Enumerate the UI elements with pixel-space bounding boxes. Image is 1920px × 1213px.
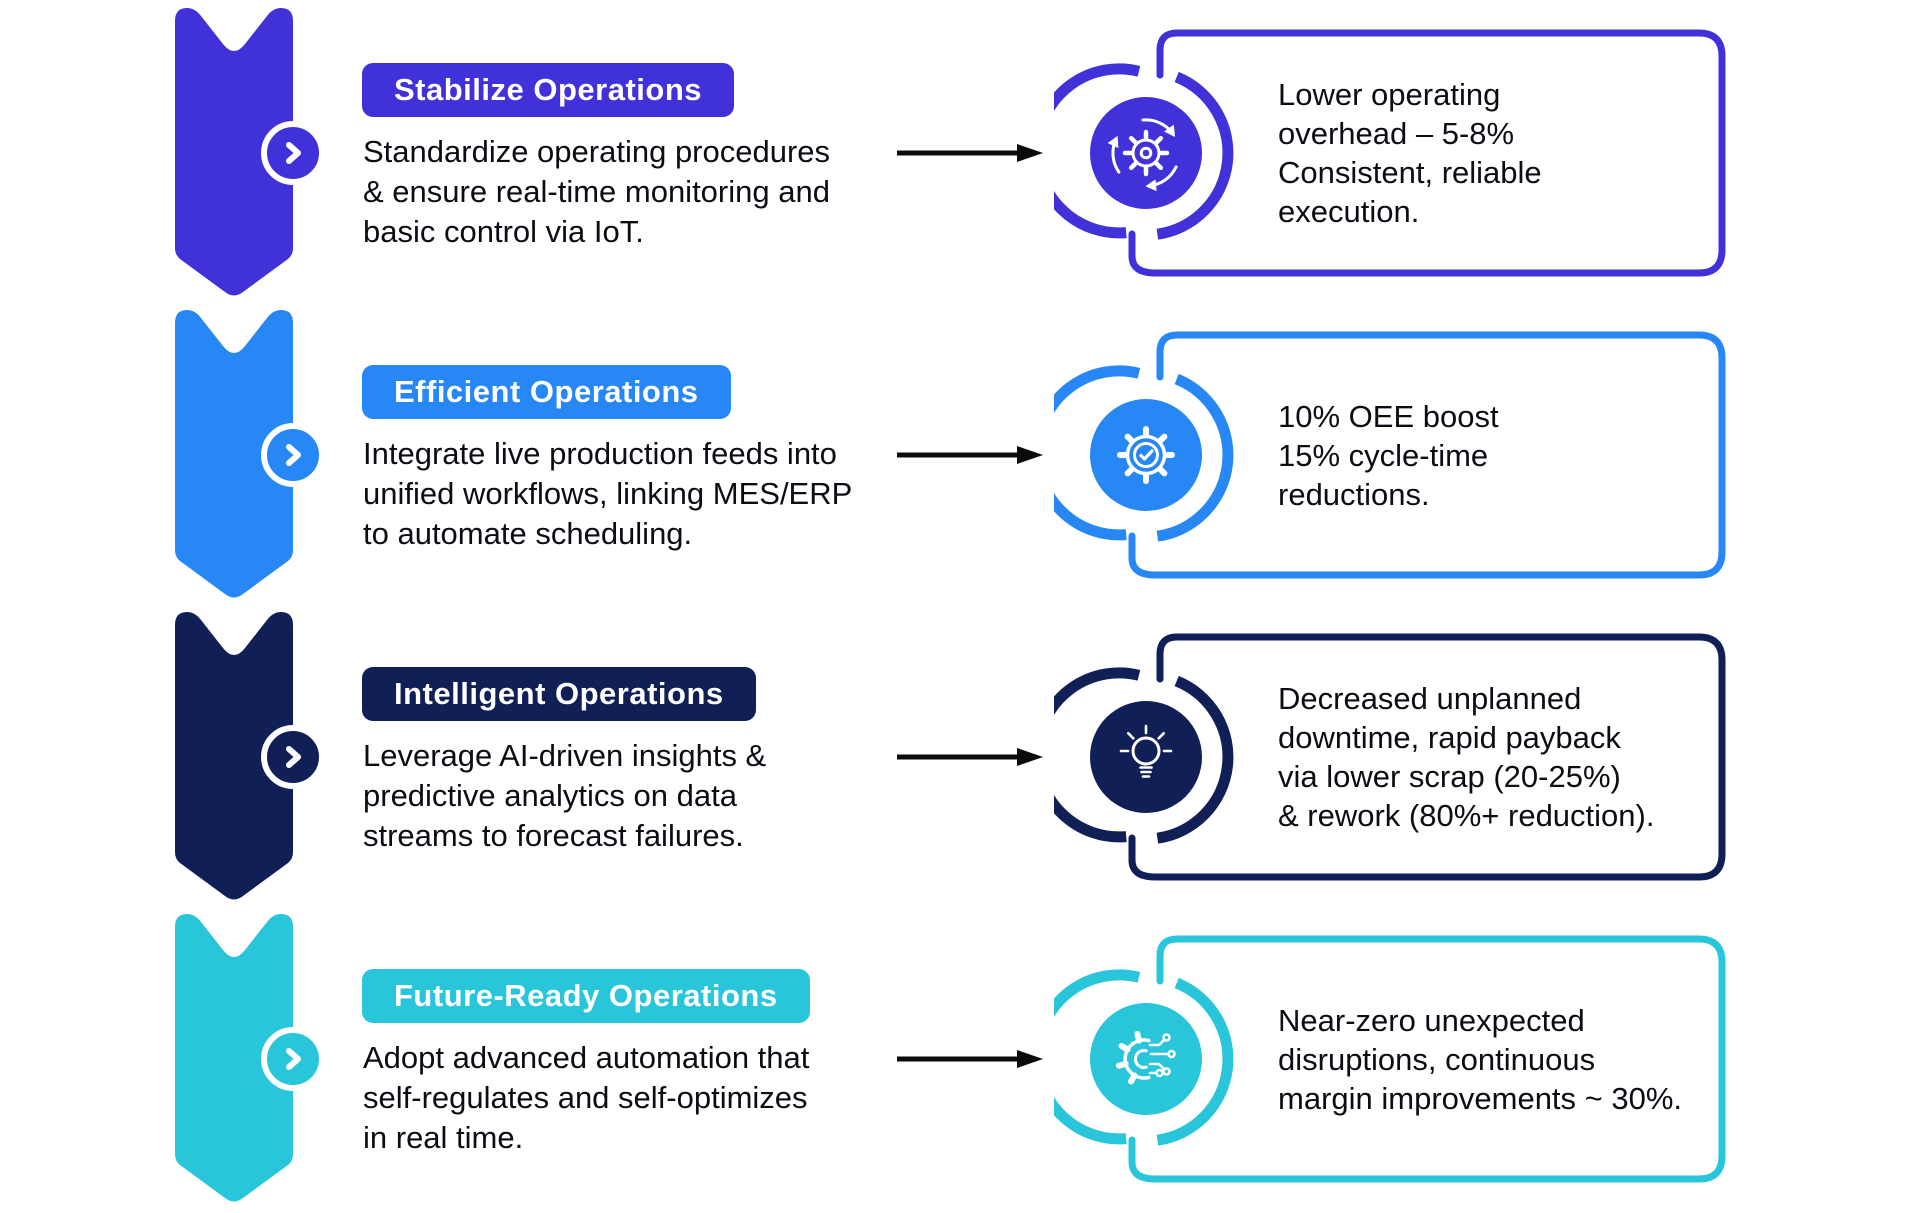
stage-row-efficient: Efficient Operations Integrate live prod… xyxy=(0,304,1920,606)
flow-arrow-icon xyxy=(897,446,1043,464)
outcome-box xyxy=(1054,331,1726,579)
outcome-text: Decreased unplanned downtime, rapid payb… xyxy=(1278,681,1655,833)
stage-description: Integrate live production feeds into uni… xyxy=(363,436,853,551)
stage-row-intelligent: Intelligent Operations Leverage AI-drive… xyxy=(0,606,1920,908)
stage-description: Leverage AI-driven insights & predictive… xyxy=(363,738,767,853)
outcome-box xyxy=(1054,633,1726,881)
stage-chevron-banner xyxy=(175,914,293,1202)
outcome-text: Lower operating overhead – 5-8% Consiste… xyxy=(1278,77,1542,229)
ai-automation-icon xyxy=(1115,1030,1176,1085)
chevron-right-icon xyxy=(286,1048,301,1070)
chevron-right-icon xyxy=(286,746,301,768)
flow-arrow-icon xyxy=(897,1050,1043,1068)
gear-check-icon xyxy=(1117,426,1175,484)
flow-arrow-icon xyxy=(897,144,1043,162)
outcome-box xyxy=(1054,29,1726,277)
process-cycle-icon xyxy=(1107,118,1178,192)
stage-chevron-banner xyxy=(175,612,293,900)
stage-row-future-ready: Future-Ready Operations Adopt advanced a… xyxy=(0,908,1920,1210)
stage-title-badge: Stabilize Operations xyxy=(362,63,735,117)
stage-number-badge xyxy=(261,121,325,185)
chevron-right-icon xyxy=(286,142,301,164)
stage-number-badge xyxy=(261,1027,325,1091)
stage-title-badge: Future-Ready Operations xyxy=(362,969,810,1023)
stage-title-badge: Intelligent Operations xyxy=(362,667,756,721)
outcome-text: Near-zero unexpected disruptions, contin… xyxy=(1278,1002,1683,1116)
stage-description: Adopt advanced automation that self-regu… xyxy=(363,1040,810,1155)
stage-number-badge xyxy=(261,725,325,789)
flow-arrow-icon xyxy=(897,748,1043,766)
stage-number-badge xyxy=(261,423,325,487)
stage-title-badge: Efficient Operations xyxy=(362,365,731,419)
stage-chevron-banner xyxy=(175,8,293,296)
stage-row-stabilize: Stabilize Operations Standardize operati… xyxy=(0,2,1920,304)
idea-bulb-icon xyxy=(1119,724,1173,778)
stage-chevron-banner xyxy=(175,310,293,598)
chevron-right-icon xyxy=(286,444,301,466)
outcome-text: 10% OEE boost 15% cycle-time reductions. xyxy=(1278,398,1499,512)
stage-description: Standardize operating procedures & ensur… xyxy=(363,134,831,249)
outcome-box xyxy=(1054,935,1726,1183)
